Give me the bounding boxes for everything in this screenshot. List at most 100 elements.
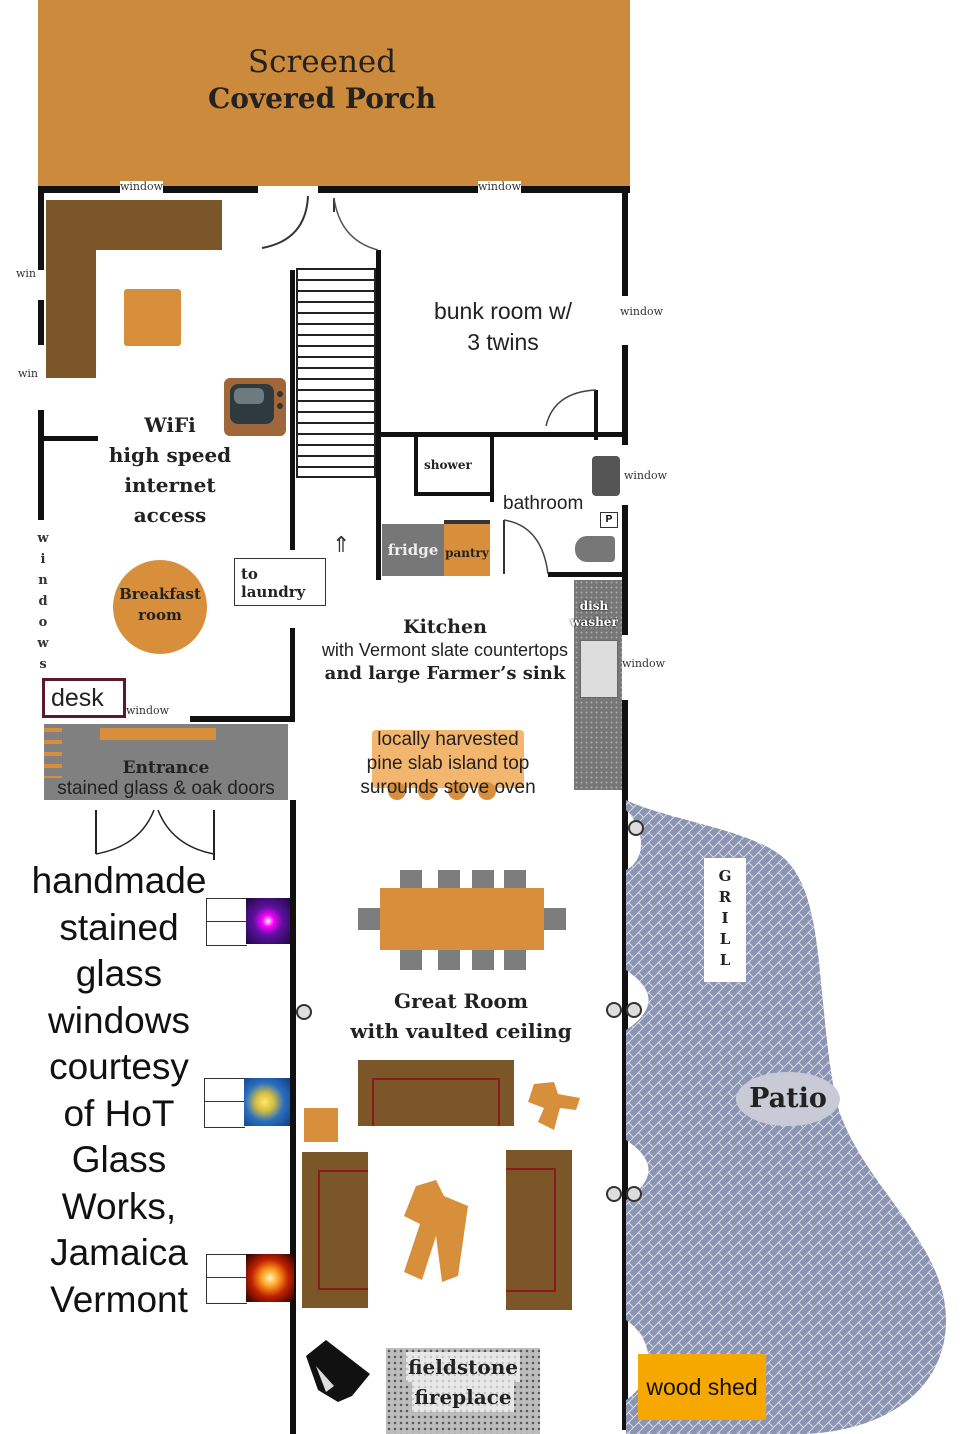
island-line: locally harvested [377, 729, 519, 750]
pantry: pantry [444, 520, 490, 576]
caption-line: of HoT [63, 1092, 175, 1134]
coffee-table-icon [404, 1180, 468, 1282]
entrance-label: Entrance stained glass & oak doors [44, 758, 288, 800]
laundry-label: to laundry [234, 558, 326, 606]
wall-stair-left [290, 270, 295, 550]
grill: G R I L L [704, 858, 746, 982]
breakfast-line: Breakfast [119, 585, 201, 603]
log-holder-icon [306, 1340, 370, 1402]
television-icon [224, 378, 286, 436]
island-label: locally harvested pine slab island top s… [340, 728, 556, 800]
window-frame [206, 898, 247, 946]
dishwasher-line: washer [570, 615, 618, 629]
window-label: window [624, 469, 668, 482]
dining-chair [438, 950, 460, 970]
island-line: surounds stove oven [360, 777, 536, 798]
wifi-label-line: high speed [108, 443, 232, 467]
wall-bath-bottom [548, 572, 628, 577]
staircase [296, 268, 376, 478]
bathroom-label: bathroom [503, 493, 584, 514]
fireplace-line: fireplace [412, 1382, 514, 1412]
wall-bunk-bottom [380, 432, 628, 437]
door-hinge-icon [626, 1186, 642, 1202]
dining-chair [438, 870, 460, 888]
wall-left-mid [38, 300, 44, 345]
island-line: pine slab island top [366, 753, 530, 774]
wall-great-left [290, 800, 296, 1434]
window-frame [204, 1078, 245, 1128]
sofa-top-cushion [372, 1078, 500, 1126]
fridge: fridge [382, 524, 444, 576]
caption-line: courtesy [49, 1046, 189, 1087]
door-hinge-icon [606, 1186, 622, 1202]
wall-breakfast-top [38, 436, 98, 441]
sofa-right [506, 1150, 572, 1310]
paper-holder-icon: P [600, 512, 618, 528]
window-label: win [18, 367, 39, 380]
fireplace-label: fieldstone fireplace [386, 1352, 540, 1412]
grill-letter: I [721, 909, 729, 927]
island-top [372, 730, 524, 788]
dining-table [380, 888, 544, 950]
wall-left-windows [38, 440, 44, 520]
porch-label: Screened Covered Porch [38, 44, 606, 115]
wall-great-right-1 [622, 800, 628, 1430]
window-label: window [620, 305, 664, 318]
kitchen-line: and large Farmer’s sink [324, 663, 566, 684]
window-label: window [120, 180, 164, 193]
sofa-l-shape-side [46, 200, 96, 378]
kitchen-label: Kitchen with Vermont slate countertops a… [285, 616, 605, 684]
dining-chair [400, 950, 422, 970]
entrance-line: stained glass & oak doors [57, 778, 275, 799]
wall-left-upper [38, 190, 44, 270]
wall-entrance-top [190, 716, 295, 722]
caption-line: Glass [71, 1139, 167, 1180]
door-hinge-icon [606, 1002, 622, 1018]
caption-line: stained [59, 906, 179, 948]
window-label: win [16, 267, 37, 280]
wall-right-upper2 [622, 345, 628, 445]
island-stool [418, 782, 436, 800]
shower-label: shower [424, 458, 472, 472]
toilet-icon [575, 536, 615, 562]
bunk-room-label: bunk room w/ 3 twins [408, 296, 598, 358]
stair-arrow-icon: ⇑ [332, 532, 351, 557]
stained-glass-window-fire-icon [246, 1254, 294, 1302]
stained-glass-window-star-icon [244, 1078, 290, 1126]
sink-icon [592, 456, 620, 496]
kitchen-title: Kitchen [403, 616, 487, 638]
wall-top-right [318, 186, 630, 193]
grill-letter: L [719, 930, 731, 948]
farmers-sink [580, 640, 618, 698]
caption-line: windows [48, 999, 190, 1041]
wall-bath-inner [594, 390, 598, 440]
bath-door-swing [503, 519, 549, 575]
window-label: window [622, 657, 666, 670]
dishwasher-label: dish washer [570, 598, 618, 630]
grill-letter: R [718, 888, 732, 906]
patio-label: Patio [736, 1072, 840, 1126]
wall-kitchen-left [290, 628, 295, 718]
wifi-label-line: internet [124, 473, 216, 497]
wall-shower-bottom [414, 492, 494, 496]
sofa-left [302, 1152, 368, 1308]
entrance-mat [100, 728, 216, 740]
armchair-icon [528, 1082, 580, 1130]
window-label: window [126, 704, 170, 717]
dining-chair [400, 870, 422, 888]
desk: desk [42, 678, 126, 718]
door-hinge-icon [626, 1002, 642, 1018]
dining-chair [358, 908, 380, 930]
screened-porch [38, 0, 630, 186]
wall-right-lower [622, 700, 628, 800]
wood-shed: wood shed [638, 1354, 766, 1420]
island-stool [448, 782, 466, 800]
breakfast-table: Breakfast room [113, 560, 207, 654]
door-swing [261, 195, 379, 251]
dining-chair [544, 908, 566, 930]
caption-line: Jamaica [50, 1232, 188, 1273]
grill-letter: L [719, 951, 731, 969]
wall-right-upper [622, 186, 628, 296]
sofa-right-cushion [506, 1168, 556, 1292]
wall-right-mid [622, 505, 628, 635]
